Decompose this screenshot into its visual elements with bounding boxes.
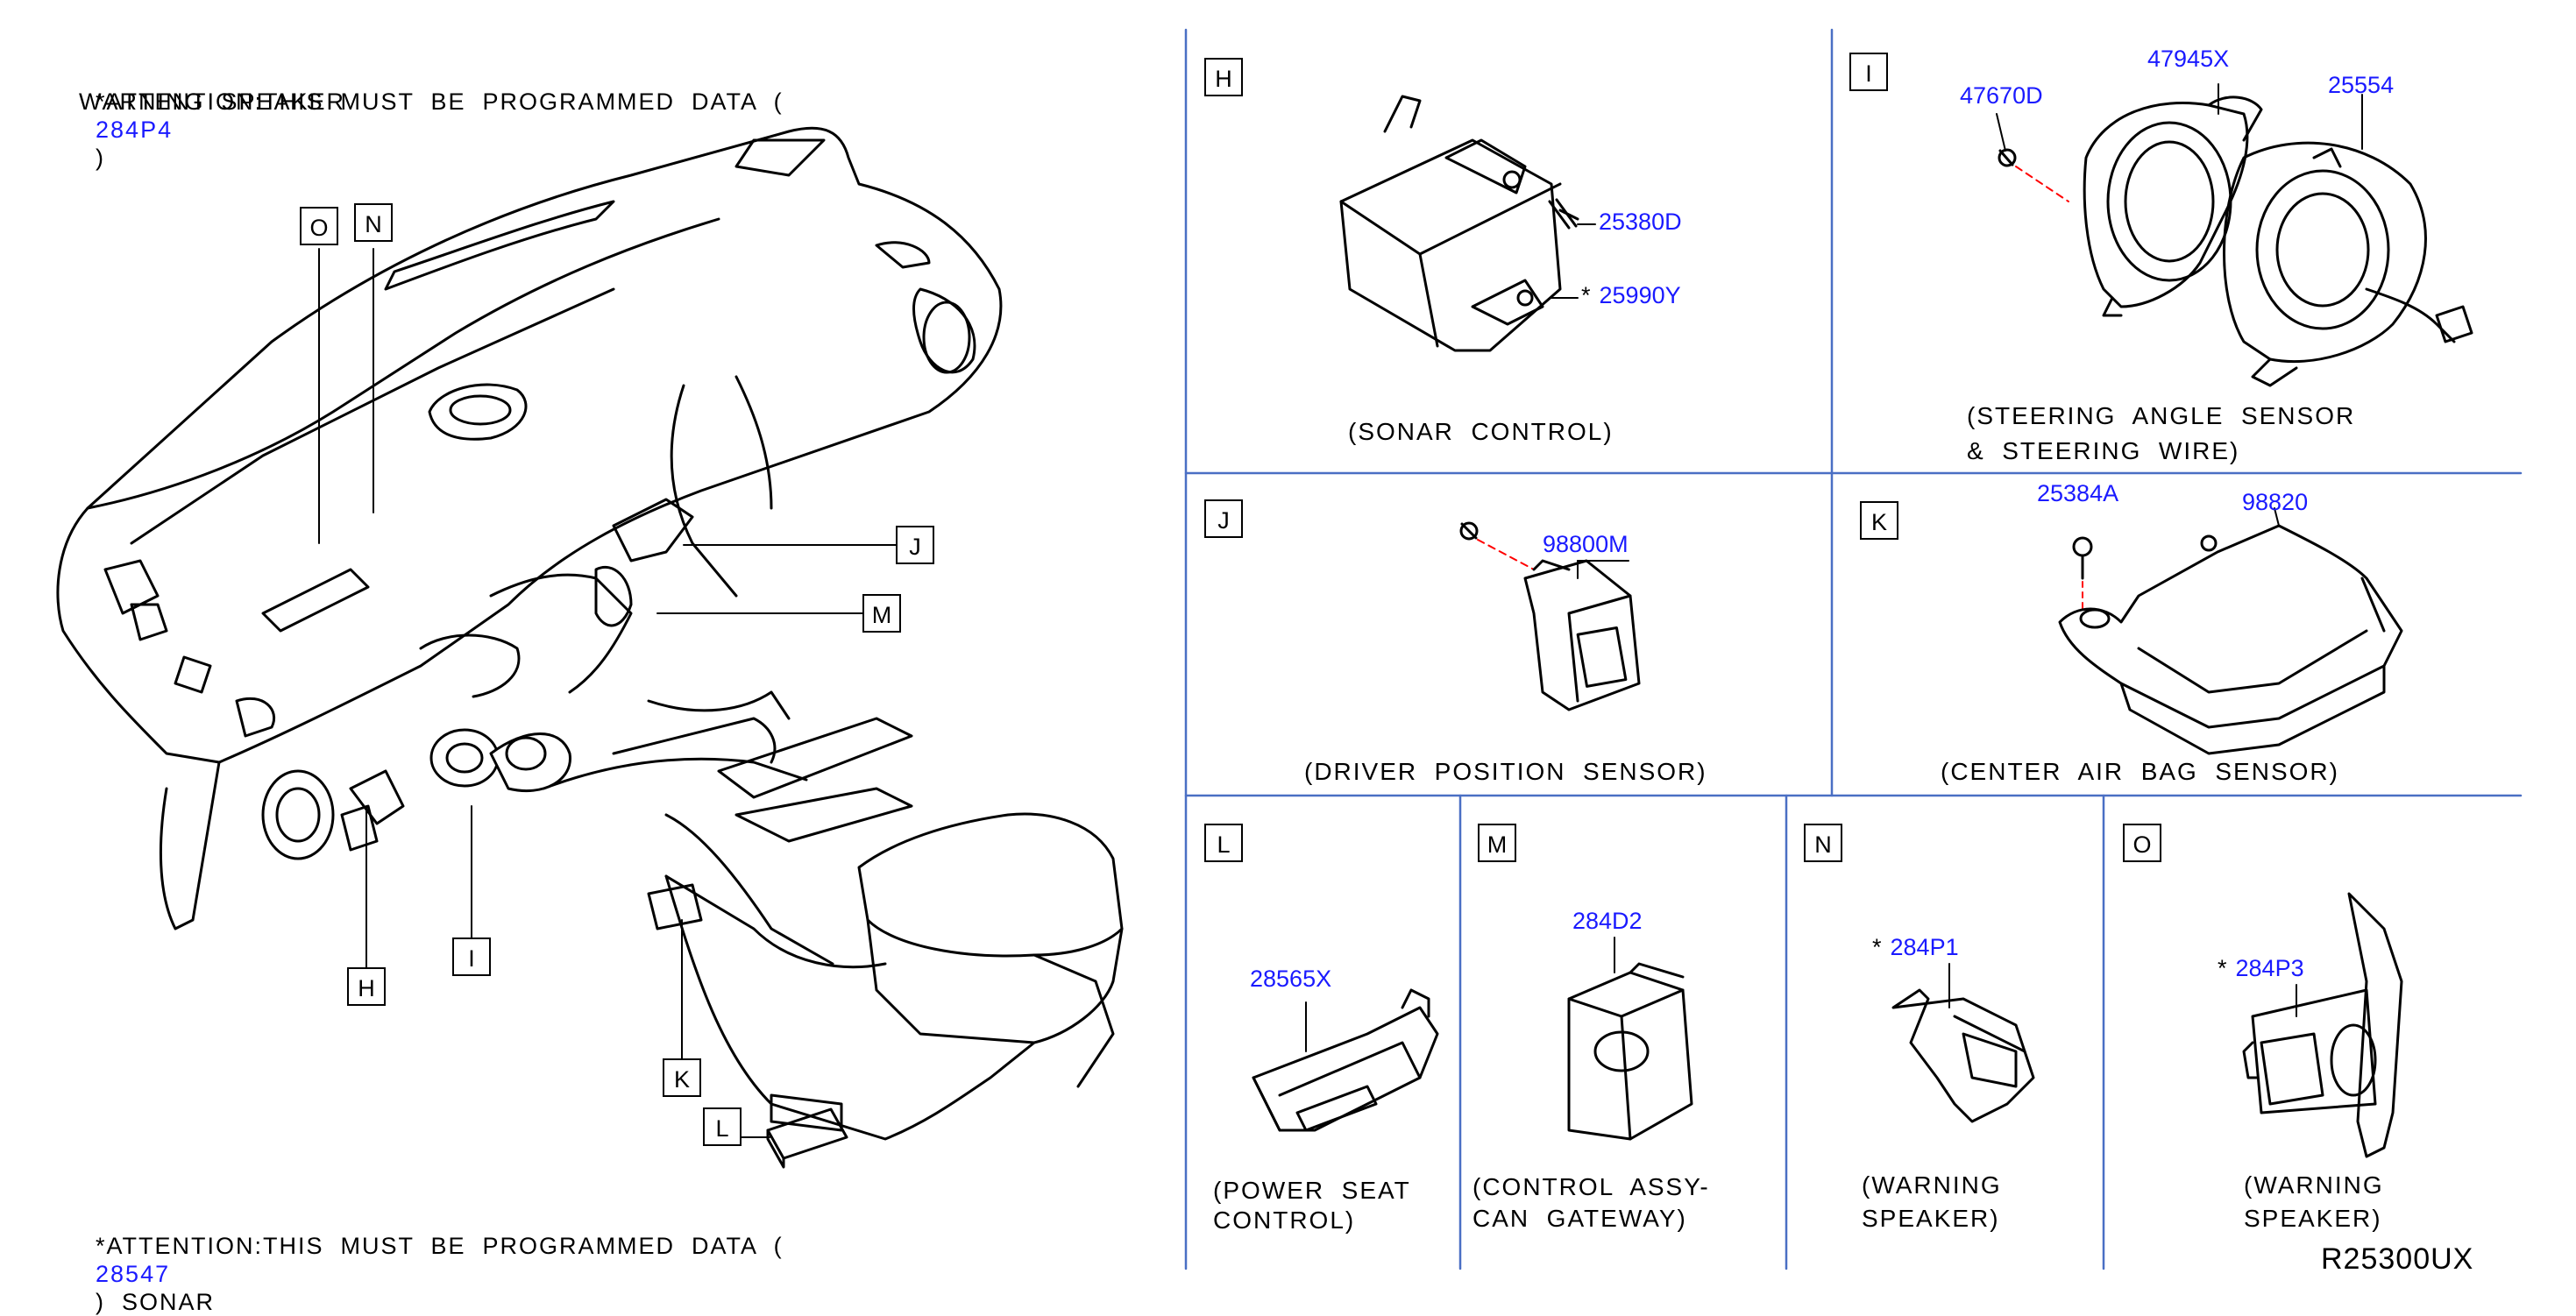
warning-speaker-n-drawing	[1891, 963, 2035, 1123]
panel-l-label: L	[1204, 824, 1243, 862]
part-25990y[interactable]: 25990Y	[1599, 282, 1681, 308]
part-47670d[interactable]: 47670D	[1960, 82, 2043, 109]
attention-bottom-part-number[interactable]: 28547	[96, 1261, 171, 1287]
panel-i-label: I	[1849, 53, 1888, 91]
programmed-marker: *	[1581, 282, 1591, 308]
part-284p3-row: * 284P3	[2218, 955, 2304, 982]
power-seat-control-drawing	[1252, 988, 1439, 1132]
panel-k-label: K	[1860, 501, 1898, 540]
part-284p1[interactable]: 284P1	[1890, 934, 1959, 960]
attention-top-part-number[interactable]: 284P4	[96, 117, 174, 143]
callout-i[interactable]: I	[452, 937, 491, 976]
programmed-marker: *	[2218, 955, 2227, 981]
panel-l-caption-line2: CONTROL)	[1213, 1206, 1356, 1234]
callout-j[interactable]: J	[896, 526, 934, 564]
panel-k-caption: (CENTER AIR BAG SENSOR)	[1941, 758, 2339, 785]
programmed-marker: *	[1872, 934, 1882, 960]
panel-o-caption-line2: SPEAKER)	[2244, 1205, 2382, 1232]
attention-bottom-prefix: *ATTENTION:THIS MUST BE PROGRAMMED DATA …	[96, 1233, 784, 1259]
panel-n-label: N	[1804, 824, 1842, 862]
attention-note-bottom: *ATTENTION:THIS MUST BE PROGRAMMED DATA …	[79, 1204, 784, 1316]
part-98800m[interactable]: 98800M	[1543, 531, 1629, 557]
callout-l[interactable]: L	[703, 1107, 742, 1146]
panel-i-caption-line1: (STEERING ANGLE SENSOR	[1967, 402, 2356, 429]
panel-j-label: J	[1204, 499, 1243, 538]
panel-m-caption-line2: CAN GATEWAY)	[1473, 1205, 1687, 1232]
attention-top-suffix: )	[96, 145, 106, 171]
steering-sensor-drawing	[1996, 83, 2473, 387]
part-25380d[interactable]: 25380D	[1599, 209, 1682, 235]
air-bag-sensor-drawing	[2058, 507, 2403, 755]
part-28565x[interactable]: 28565X	[1250, 966, 1332, 992]
callout-o[interactable]: O	[300, 207, 338, 245]
driver-position-sensor-drawing	[1459, 521, 1641, 711]
diagram-code: R25300UX	[2321, 1242, 2474, 1276]
attention-bottom-suffix: ) SONAR	[96, 1289, 216, 1315]
part-25990y-row: * 25990Y	[1581, 282, 1681, 309]
panel-m-label: M	[1478, 824, 1516, 862]
panel-n-caption-line1: (WARNING	[1862, 1171, 2002, 1199]
panel-l-caption-line1: (POWER SEAT	[1213, 1177, 1411, 1204]
dashboard-assembly	[56, 126, 1124, 1141]
can-gateway-drawing	[1567, 937, 1693, 1141]
panel-i-caption-line2: & STEERING WIRE)	[1967, 437, 2240, 464]
overview-leaders	[318, 248, 897, 1138]
panel-o-caption-line1: (WARNING	[2244, 1171, 2384, 1199]
warning-speaker-o-drawing	[2242, 892, 2403, 1158]
part-284d2[interactable]: 284D2	[1572, 908, 1643, 934]
panel-m-caption-line1: (CONTROL ASSY-	[1473, 1173, 1710, 1200]
part-25554[interactable]: 25554	[2328, 72, 2395, 98]
callout-n[interactable]: N	[354, 203, 393, 242]
panel-h-caption: (SONAR CONTROL)	[1348, 418, 1614, 445]
attention-top-line2: WARNING SPEAKER	[79, 88, 346, 115]
part-25384a[interactable]: 25384A	[2037, 480, 2119, 506]
callout-m[interactable]: M	[862, 594, 901, 633]
panel-grid	[1184, 28, 2523, 1270]
sonar-control-drawing	[1339, 95, 1596, 352]
part-98820[interactable]: 98820	[2242, 489, 2309, 515]
attention-top-prefix: *ATTENTION:THIS MUST BE PROGRAMMED DATA …	[96, 88, 784, 115]
panel-n-caption-line2: SPEAKER)	[1862, 1205, 2000, 1232]
panel-o-label: O	[2123, 824, 2161, 862]
callout-h[interactable]: H	[347, 967, 386, 1006]
part-284p3[interactable]: 284P3	[2235, 955, 2304, 981]
callout-k[interactable]: K	[663, 1058, 701, 1097]
panel-j-caption: (DRIVER POSITION SENSOR)	[1304, 758, 1707, 785]
attention-note-top: *ATTENTION:THIS MUST BE PROGRAMMED DATA …	[79, 60, 784, 172]
panel-h-label: H	[1204, 58, 1243, 96]
part-284p1-row: * 284P1	[1872, 934, 1959, 961]
part-47945x[interactable]: 47945X	[2147, 46, 2230, 72]
